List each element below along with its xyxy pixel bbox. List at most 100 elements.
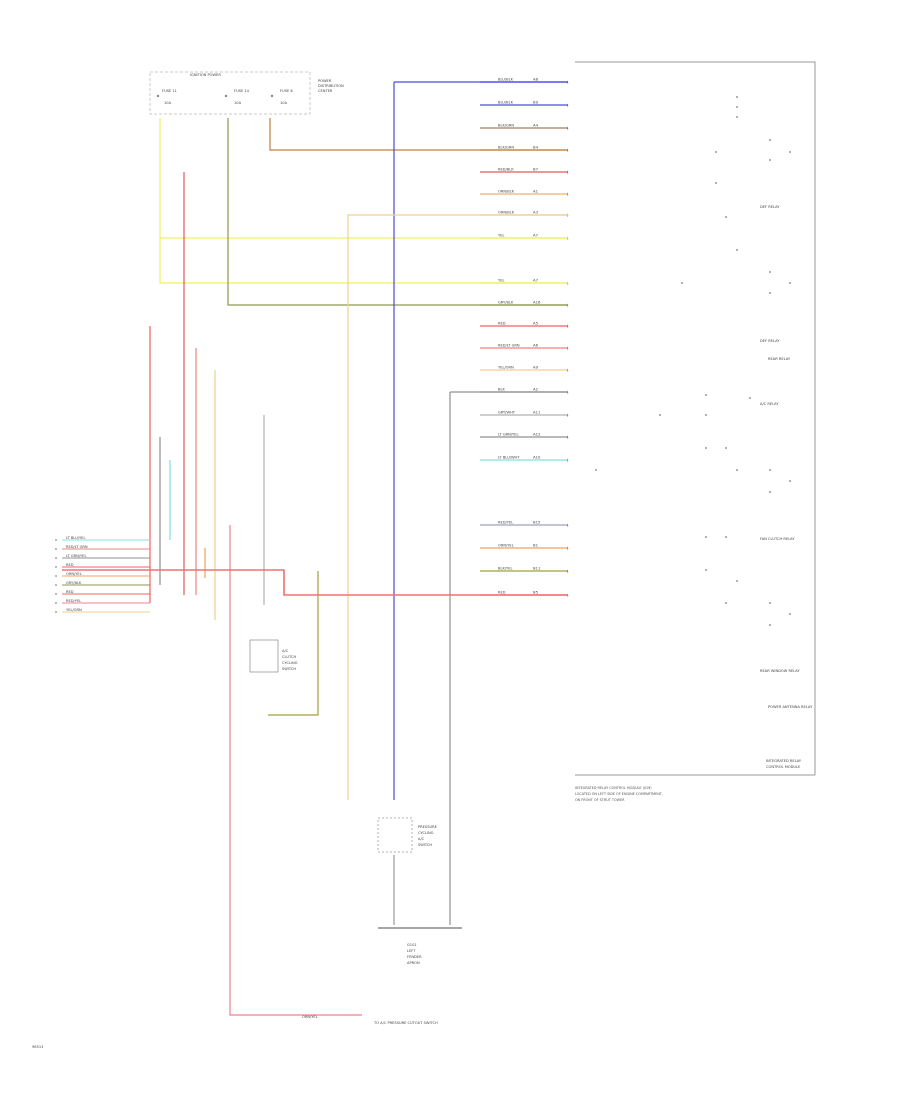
connector-pin-1 — [55, 548, 57, 550]
wire-label-14: GRY/WHT — [498, 411, 516, 415]
wire-label-8: YEL — [498, 279, 504, 283]
wire-label-3: BLK/GRN — [498, 146, 514, 150]
fuse-rating-2: 10A — [234, 101, 242, 105]
wire-label-17: RED/YEL — [498, 521, 513, 525]
wire-label-4: RED/BLK — [498, 168, 514, 172]
connector-pin-8 — [55, 611, 57, 613]
wire-terminal-1: ↓ — [566, 103, 569, 108]
wire-label-10: RED — [498, 322, 506, 326]
module-note-3: ON FRONT OF STRUT TOWER — [575, 798, 625, 802]
relay-label-6: REAR WINDOW RELAY — [760, 669, 800, 673]
wire-pin-17: B15 — [533, 520, 541, 525]
connector-label-2: LT GRN/YEL — [66, 554, 87, 558]
fuse-block-title: IGNITION POWER — [190, 73, 221, 77]
fuse-rating-1: 10A — [164, 101, 172, 105]
relay-label-3: REAR RELAY — [768, 357, 791, 361]
wire-terminal-5: ↓ — [566, 192, 569, 197]
pressure-label-3: A/C — [418, 837, 425, 841]
wire-pin-16: A10 — [533, 455, 541, 460]
connector-pin-6 — [55, 593, 57, 595]
fuse-rating-3: 10A — [280, 101, 288, 105]
wire-terminal-11: ↓ — [566, 346, 569, 351]
fuse-block: IGNITION POWER FUSE 11 FUSE 14 FUSE 6 10… — [149, 71, 344, 115]
wire-terminal-2: ↓ — [566, 126, 569, 131]
wire-label-15: LT GRN/YEL — [498, 433, 519, 437]
wire-terminal-12: ↓ — [566, 368, 569, 373]
wire-label-19: BLK/YEL — [498, 567, 513, 571]
connector-label-8: YEL/ORN — [66, 608, 82, 612]
left-harness — [62, 326, 568, 1016]
wire-label-7: YEL — [498, 234, 504, 238]
switch-label-1: A/C — [282, 649, 289, 653]
wire-pin-19: B11 — [533, 566, 541, 571]
wire-pin-7: A7 — [533, 233, 539, 238]
fuse-location-3: CENTER — [318, 89, 333, 93]
connector-pin-0 — [55, 539, 57, 541]
ground-point: G101 LEFT FENDER APRON — [378, 927, 462, 965]
wire-pin-11: A6 — [533, 343, 539, 348]
ground-label-1: G101 — [407, 943, 417, 947]
connector-pin-7 — [55, 602, 57, 604]
control-module: DEF RELAY DEF RELAY REAR RELAY A/C RELAY… — [575, 61, 816, 802]
switch-label-3: CYCLING — [282, 661, 298, 665]
connector-label-5: GRY/BLK — [66, 581, 82, 585]
wire-terminal-15: ↓ — [566, 435, 569, 440]
wire-pin-14: A11 — [533, 410, 541, 415]
wire-pin-1: B9 — [533, 100, 539, 105]
wire-pin-8: A7 — [533, 278, 539, 283]
wire-pin-13: A2 — [533, 387, 539, 392]
connector-label-7: RED/YEL — [66, 599, 81, 603]
wire-terminal-19: ↓ — [566, 569, 569, 574]
connector-label-0: LT BLU/YEL — [66, 536, 85, 540]
wire-label-1: BLU/BLK — [498, 101, 514, 105]
wire-terminal-17: ↓ — [566, 523, 569, 528]
feed-wires — [159, 81, 568, 925]
wire-terminal-10: ↓ — [566, 324, 569, 329]
wire-pin-6: A3 — [533, 210, 539, 215]
wire-terminal-18: ↓ — [566, 546, 569, 551]
switch-label-2: CLUTCH — [282, 655, 296, 659]
wire-pin-3: B4 — [533, 145, 539, 150]
fuse-location-2: DISTRIBUTION — [318, 84, 344, 88]
ground-label-3: FENDER — [407, 955, 422, 959]
wire-pin-18: B1 — [533, 543, 539, 548]
wire-pin-0: A8 — [533, 77, 539, 82]
pressure-label-4: SWITCH — [418, 843, 432, 847]
wire-pin-2: A4 — [533, 123, 539, 128]
module-name-2: CONTROL MODULE — [766, 765, 801, 769]
wire-label-18: ORN/YEL — [498, 544, 514, 548]
wire-label-0: BLU/BLK — [498, 78, 514, 82]
wire-terminal-16: ↓ — [566, 458, 569, 463]
connector-label-6: RED — [66, 590, 74, 594]
connector-pin-3 — [55, 566, 57, 568]
fuse-label-3: FUSE 6 — [280, 89, 293, 93]
relay-label-5: FAN CLUTCH RELAY — [760, 537, 795, 541]
wire-pin-10: A5 — [533, 321, 539, 326]
switch-label-4: SWITCH — [282, 667, 296, 671]
fuse-location-1: POWER — [318, 79, 332, 83]
wire-terminal-4: ↓ — [566, 170, 569, 175]
wire-pin-4: B7 — [533, 167, 539, 172]
wire-label-13: BLK — [498, 388, 505, 392]
clutch-cycling-switch: A/C CLUTCH CYCLING SWITCH — [249, 639, 298, 673]
pressure-switch: PRESSURE CYCLING A/C SWITCH — [377, 817, 438, 925]
diagram-id: 96513 — [32, 1045, 43, 1049]
wire-label-16: LT BLU/WHT — [498, 456, 520, 460]
wire-label-12: YEL/ORN — [498, 366, 514, 370]
wire-label-20: RED — [498, 591, 506, 595]
wire-pin-15: A12 — [533, 432, 541, 437]
wire-label-11: RED/LT GRN — [498, 344, 520, 348]
module-name-1: INTEGRATED RELAY — [766, 759, 802, 763]
relay-label-4: A/C RELAY — [760, 402, 779, 406]
wire-terminal-14: ↓ — [566, 413, 569, 418]
ground-label-4: APRON — [407, 961, 420, 965]
connector-pin-2 — [55, 557, 57, 559]
wire-pin-20: B5 — [533, 590, 539, 595]
relay-label-1: DEF RELAY — [760, 205, 780, 209]
wire-pin-5: A1 — [533, 189, 539, 194]
pressure-label-1: PRESSURE — [418, 825, 438, 829]
ground-label-2: LEFT — [407, 949, 416, 953]
